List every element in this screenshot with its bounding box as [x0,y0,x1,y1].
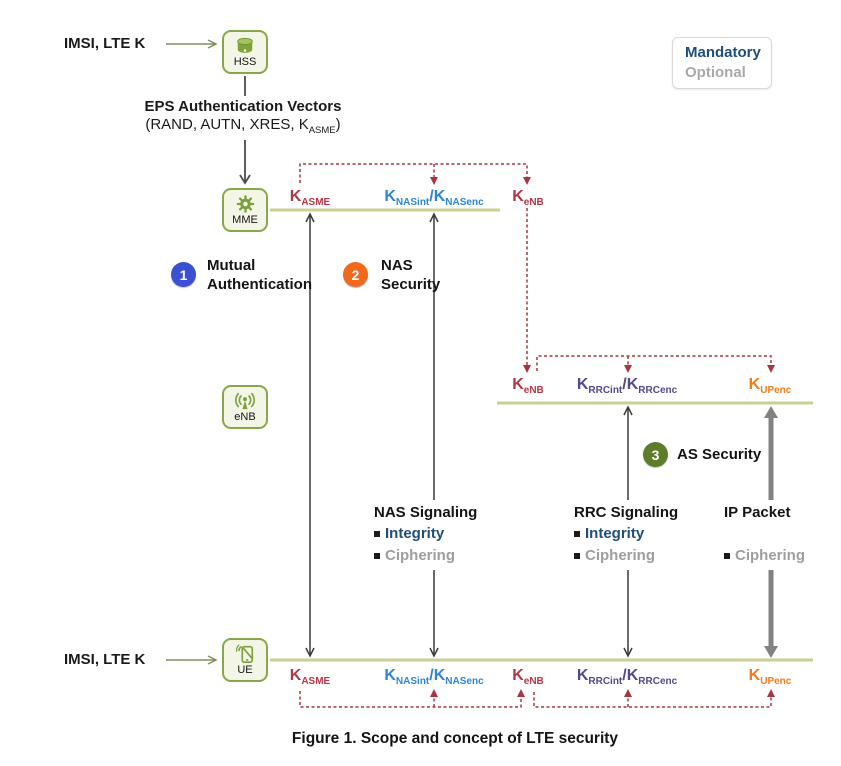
node-enb: eNB [222,385,268,429]
nas-signaling-block: NAS Signaling Integrity Ciphering [370,500,490,570]
input-arrows [166,39,218,665]
square-bullet-icon [574,553,580,559]
eps-auth-vectors-params: (RAND, AUTN, XRES, KASME) [145,116,341,136]
phone-icon [235,644,254,663]
legend: Mandatory Optional [672,37,772,89]
node-mme: MME [222,188,268,232]
node-ue: UE [222,638,268,682]
key-kasme-mme: KASME [289,188,331,209]
node-enb-label: eNB [234,411,256,423]
step-2-badge: 2 [343,262,368,287]
eps-auth-vectors-title: EPS Authentication Vectors [144,98,342,115]
step-1-badge: 1 [171,262,196,287]
legend-mandatory-label: Mandatory [685,44,761,61]
gear-icon [236,195,254,213]
square-bullet-icon [724,553,730,559]
imsi-lte-k-label-bottom: IMSI, LTE K [64,651,146,668]
square-bullet-icon [374,531,380,537]
key-krrc-enb: KRRCint/KRRCenc [576,376,678,397]
figure-caption: Figure 1. Scope and concept of LTE secur… [291,730,619,747]
rrc-integrity-item: Integrity [574,523,686,545]
key-kenb-ue: KeNB [512,667,544,688]
key-knas-ue: KNASint/KNASenc [384,667,484,688]
key-kupenc-enb: KUPenc [748,376,792,397]
ip-packet-block: IP Packet Ciphering [720,500,824,570]
database-icon [237,37,253,53]
square-bullet-icon [374,553,380,559]
rrc-signaling-title: RRC Signaling [574,504,679,521]
antenna-icon [235,392,255,410]
node-hss: HSS [222,30,268,74]
key-kenb-mme: KeNB [512,188,544,209]
bus-lines [270,208,813,662]
step-1-label: Mutual Authentication [207,257,312,293]
eps-auth-vectors-label: EPS Authentication Vectors (RAND, AUTN, … [133,98,353,136]
step-2-label: NAS Security [381,257,441,293]
key-derivation-dashed [299,163,772,708]
ip-packet-title: IP Packet [724,504,791,521]
key-kasme-ue: KASME [289,667,331,688]
node-mme-label: MME [232,214,258,226]
nas-integrity-item: Integrity [374,523,486,545]
step-3-badge: 3 [643,442,668,467]
key-knas-mme: KNASint/KNASenc [384,188,484,209]
node-hss-label: HSS [233,56,257,68]
square-bullet-icon [574,531,580,537]
key-derivation-arrowheads [430,177,775,697]
nas-signaling-title: NAS Signaling [374,504,478,521]
hss-mme-arrow [239,76,251,185]
nas-ciphering-item: Ciphering [374,545,486,567]
step-3-label: AS Security [677,446,762,463]
node-ue-label: UE [237,664,253,676]
legend-optional-label: Optional [685,64,746,81]
rrc-ciphering-item: Ciphering [574,545,686,567]
key-krrc-ue: KRRCint/KRRCenc [576,667,678,688]
imsi-lte-k-label-top: IMSI, LTE K [64,35,146,52]
rrc-signaling-block: RRC Signaling Integrity Ciphering [570,500,690,570]
ip-ciphering-item: Ciphering [724,545,820,567]
spacer [724,523,820,545]
key-kenb-enb: KeNB [512,376,544,397]
key-kupenc-ue: KUPenc [748,667,792,688]
